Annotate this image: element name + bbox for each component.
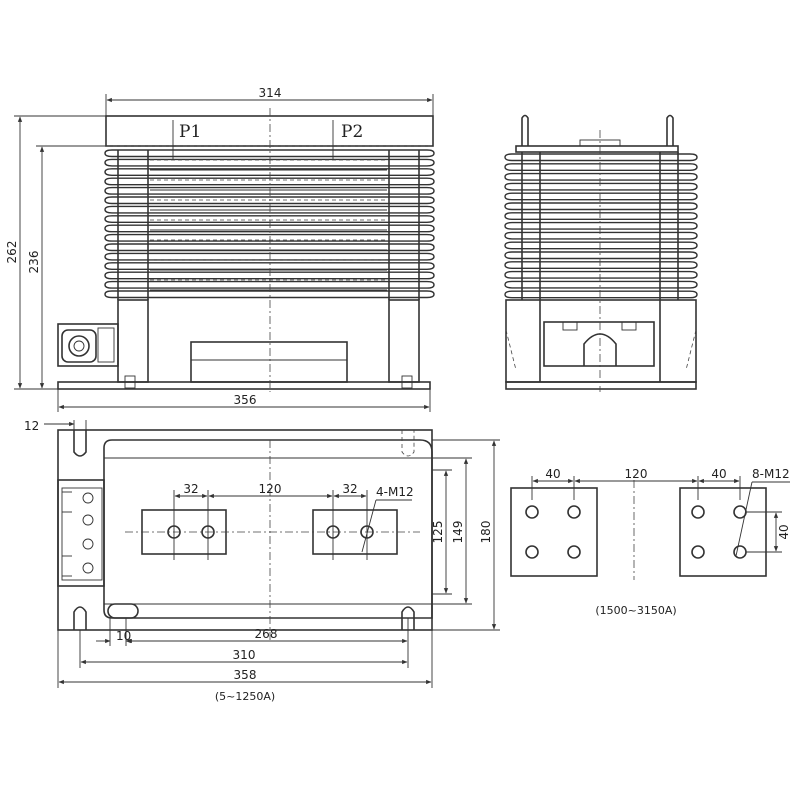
side-fin xyxy=(504,153,698,162)
side-fin xyxy=(504,202,698,211)
front-fin xyxy=(104,215,435,223)
dim-236: 236 xyxy=(27,251,41,274)
front-fin xyxy=(104,252,435,261)
dim-262: 262 xyxy=(5,241,19,264)
side-fin xyxy=(504,221,698,230)
front-fin xyxy=(104,290,435,299)
dim-125: 125 xyxy=(431,521,445,544)
range-note-low: (5~1250A) xyxy=(215,690,275,703)
front-fin xyxy=(104,186,435,195)
side-fin xyxy=(504,241,698,250)
detail-dim-40-right: 40 xyxy=(711,467,726,481)
dim-32-right: 32 xyxy=(342,482,357,496)
detail-dim-120: 120 xyxy=(625,467,648,481)
detail-dim-40-vertical: 40 xyxy=(777,524,791,539)
side-base xyxy=(505,381,697,390)
side-fins xyxy=(504,152,698,300)
side-fin xyxy=(504,192,698,201)
right-leg xyxy=(388,299,420,383)
dim-120-plan: 120 xyxy=(259,482,282,496)
side-window xyxy=(543,321,655,367)
side-fin xyxy=(504,231,698,240)
terminal-p2-label: P2 xyxy=(341,122,363,142)
front-hidden-lines xyxy=(150,159,387,291)
detail-thread-8-m12: 8-M12 xyxy=(752,467,790,481)
dim-180: 180 xyxy=(479,521,493,544)
side-fin xyxy=(504,290,698,299)
center-block xyxy=(190,341,348,383)
dim-32-left: 32 xyxy=(183,482,198,496)
side-fin xyxy=(504,280,698,289)
secondary-terminal-box xyxy=(57,323,119,367)
dim-358: 358 xyxy=(234,668,257,682)
dim-149: 149 xyxy=(451,521,465,544)
side-lower-body xyxy=(505,299,697,383)
thread-4-m12: 4-M12 xyxy=(376,485,414,499)
side-fin xyxy=(504,270,698,279)
top-cap xyxy=(105,115,434,147)
side-fin xyxy=(504,212,698,220)
base-plate xyxy=(57,381,431,390)
front-fin xyxy=(104,280,435,289)
front-fin xyxy=(104,149,435,158)
terminal-p1-label: P1 xyxy=(179,122,201,142)
front-fin xyxy=(104,243,435,252)
front-fins xyxy=(104,149,435,300)
side-post-left xyxy=(521,114,529,146)
range-note-high: (1500~3150A) xyxy=(595,604,676,617)
dim-268: 268 xyxy=(255,627,278,641)
side-fin xyxy=(504,172,698,181)
detail-dim-40-left: 40 xyxy=(545,467,560,481)
front-fin xyxy=(104,233,435,242)
dim-356: 356 xyxy=(234,393,257,407)
detail-pad-right xyxy=(679,487,767,577)
front-fin xyxy=(104,177,435,186)
terminal-detail: 40 120 40 8-M12 40 (1500~3150A) xyxy=(510,467,791,617)
left-leg xyxy=(117,299,149,383)
plan-body xyxy=(103,439,433,619)
front-fin xyxy=(104,271,435,280)
side-fin xyxy=(504,261,698,269)
dim-310: 310 xyxy=(233,648,256,662)
side-fin xyxy=(504,251,698,260)
dim-314: 314 xyxy=(259,86,282,100)
front-fin xyxy=(104,224,435,233)
side-fin xyxy=(504,182,698,191)
front-fin xyxy=(104,158,435,167)
plan-terminal-strip xyxy=(57,479,105,587)
side-fin xyxy=(504,163,698,171)
front-view: P1 P2 314 262 236 356 xyxy=(5,86,435,412)
side-view xyxy=(504,114,698,392)
plan-view: 12 32 120 32 4-M12 125 149 180 10 xyxy=(24,419,500,703)
side-post-right xyxy=(666,114,674,146)
detail-pad-left xyxy=(510,487,598,577)
dim-12: 12 xyxy=(24,419,39,433)
plan-base-plate xyxy=(57,429,433,631)
front-fin xyxy=(104,262,435,270)
